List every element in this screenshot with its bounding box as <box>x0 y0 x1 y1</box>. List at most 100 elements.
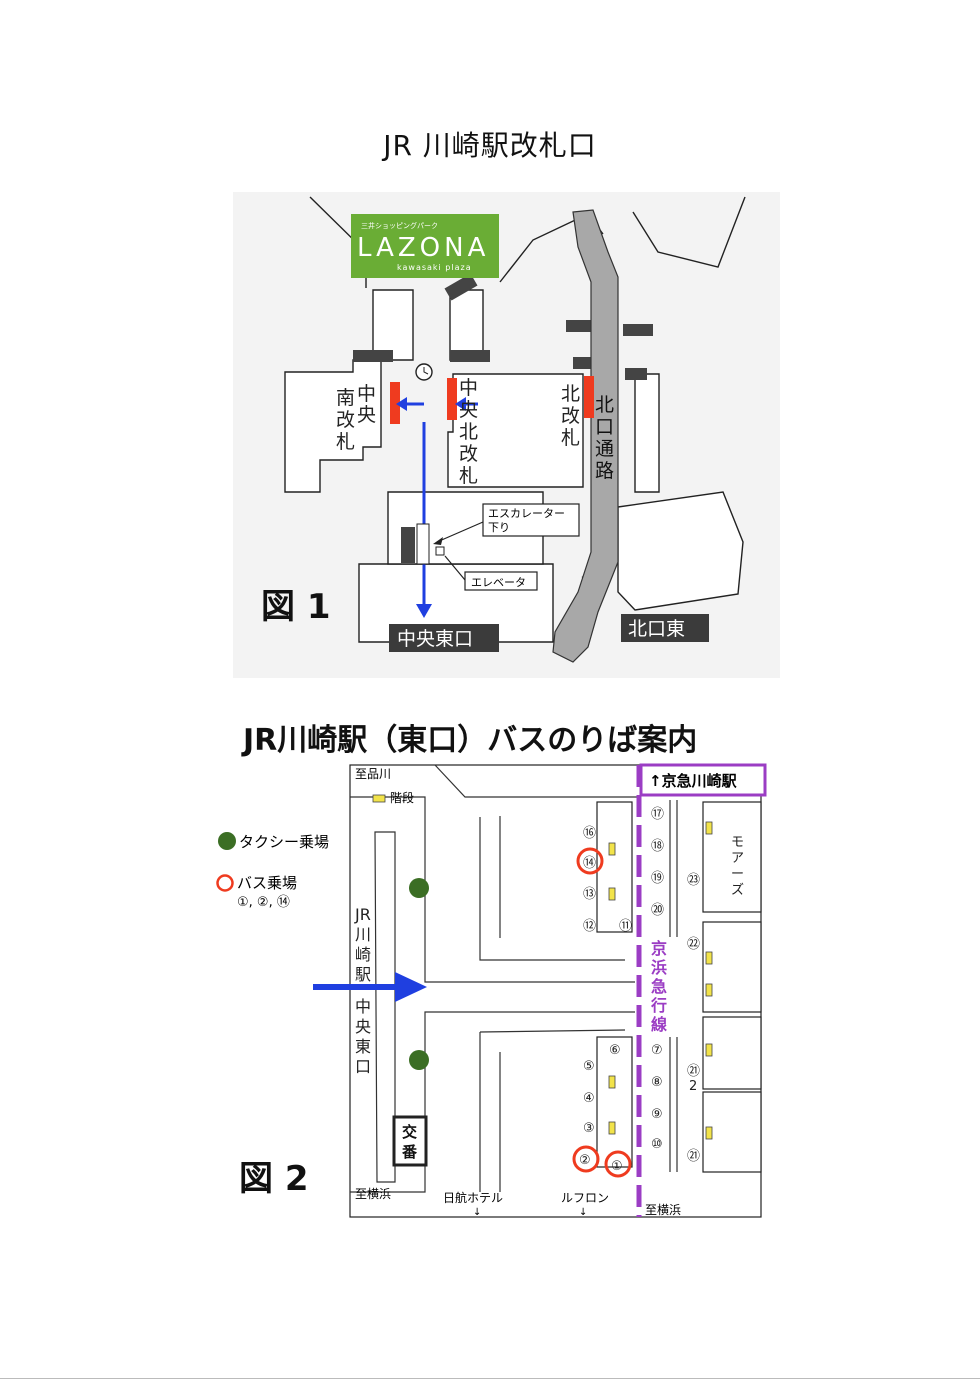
svg-text:駅: 駅 <box>355 965 371 984</box>
svg-text:中: 中 <box>357 383 376 405</box>
svg-text:⑳: ⑳ <box>651 903 664 918</box>
page-bottom-rule <box>0 1378 980 1379</box>
taxi-legend-label: タクシー乗場 <box>239 833 329 851</box>
gate-south-bar <box>390 382 400 424</box>
svg-text:札: 札 <box>336 431 355 453</box>
svg-text:口: 口 <box>595 416 614 438</box>
svg-text:↓: ↓ <box>579 1207 587 1218</box>
gate-north-center-label: 中 央 北 改 札 <box>459 377 478 487</box>
svg-text:通: 通 <box>595 438 614 460</box>
lufflon: ルフロン <box>561 1191 609 1205</box>
svg-text:改: 改 <box>459 443 478 465</box>
svg-text:ア: ア <box>731 851 744 866</box>
police-box-label: 交 番 <box>401 1123 418 1161</box>
legend: タクシー乗場 バス乗場 ①, ②, ⑭ <box>216 832 329 910</box>
exit-north-east-box <box>621 614 709 642</box>
exit-central-east: 中央東口 <box>397 628 473 650</box>
lazona-logo <box>351 214 499 278</box>
svg-text:番: 番 <box>401 1143 418 1161</box>
blue-arrows <box>396 397 478 618</box>
bus-shelters <box>372 794 713 1140</box>
jr-label: JR 川 崎 駅 <box>354 905 371 984</box>
svg-text:線: 線 <box>651 1015 667 1034</box>
escalator <box>416 523 430 565</box>
svg-text:④: ④ <box>583 1091 595 1106</box>
central-east-label: 中 央 東 口 <box>355 997 371 1076</box>
gate-north-center-bar <box>447 378 457 420</box>
svg-text:崎: 崎 <box>355 945 371 964</box>
svg-text:⑧: ⑧ <box>651 1075 663 1090</box>
svg-text:㉒: ㉒ <box>687 937 700 952</box>
svg-text:⑯: ⑯ <box>583 826 596 841</box>
svg-text:⑦: ⑦ <box>651 1043 663 1058</box>
svg-text:⑭: ⑭ <box>583 856 596 871</box>
svg-text:行: 行 <box>650 996 667 1015</box>
blue-entry-arrow <box>313 972 427 1002</box>
svg-text:北: 北 <box>459 421 478 443</box>
svg-text:2: 2 <box>689 1079 697 1094</box>
escalator-callout-1: エスカレーター <box>488 507 565 520</box>
svg-text:モ: モ <box>731 835 744 850</box>
svg-text:南: 南 <box>336 387 355 409</box>
to-shinagawa: 至品川 <box>355 767 391 781</box>
svg-text:中: 中 <box>459 377 478 399</box>
figure2-map: JR川崎駅（東口）バスのりば案内 タクシー乗場 バス乗場 ①, ②, ⑭ <box>216 723 767 1218</box>
bus-legend-numbers: ①, ②, ⑭ <box>237 895 290 910</box>
svg-text:ー: ー <box>731 867 744 882</box>
svg-text:⑨: ⑨ <box>651 1107 663 1122</box>
svg-text:②: ② <box>579 1153 591 1168</box>
svg-text:路: 路 <box>595 460 614 482</box>
svg-text:改: 改 <box>561 405 580 427</box>
stairs-label: 階段 <box>390 790 414 805</box>
elevator <box>435 546 445 556</box>
exit-central-east-box <box>389 624 499 652</box>
svg-text:JR: JR <box>354 905 371 924</box>
taxi-stand-icon <box>409 878 429 898</box>
svg-text:央: 央 <box>459 399 478 421</box>
svg-text:㉑: ㉑ <box>687 1064 700 1079</box>
nikko-hotel: 日航ホテル <box>443 1190 503 1205</box>
svg-text:㉑: ㉑ <box>687 1149 700 1164</box>
escalator-callout-box <box>482 503 580 537</box>
svg-text:③: ③ <box>583 1121 595 1136</box>
svg-text:浜: 浜 <box>651 958 667 977</box>
bus-legend-label: バス乗場 <box>237 874 297 892</box>
svg-text:急: 急 <box>651 977 667 996</box>
bus-stop-numbers: ⑯ ⑭ ⑬ ⑫ ⑪ ⑰ ⑱ ⑲ ⑳ ㉓ ㉒ ⑥ ⑤ ④ ③ ② ① ⑦ ⑧ ⑨ … <box>579 807 700 1174</box>
lazona-sub: kawasaki plaza <box>397 263 472 272</box>
gate-north-bar <box>584 376 594 418</box>
svg-text:⑤: ⑤ <box>583 1059 595 1074</box>
svg-text:札: 札 <box>561 427 580 449</box>
svg-text:川: 川 <box>355 925 371 944</box>
svg-text:交: 交 <box>402 1123 417 1141</box>
svg-text:札: 札 <box>459 465 478 487</box>
svg-text:⑪: ⑪ <box>619 919 632 934</box>
lazona-main: LAZONA <box>357 233 489 263</box>
escalator-callout-2: 下り <box>488 521 510 534</box>
svg-text:⑰: ⑰ <box>651 807 664 822</box>
page-title: JR 川崎駅改札口 <box>383 129 597 162</box>
taxi-legend-icon <box>218 832 236 850</box>
keikyu-station-box <box>639 763 767 797</box>
svg-text:北: 北 <box>595 394 614 416</box>
bus-legend-icon <box>216 874 234 892</box>
figure1-label: 図 1 <box>261 587 331 627</box>
lazona-small: 三井ショッピングパーク <box>361 221 438 230</box>
svg-text:①: ① <box>611 1159 623 1174</box>
figure2-label: 図 2 <box>239 1159 309 1199</box>
svg-text:北: 北 <box>561 383 580 405</box>
svg-text:東: 東 <box>355 1037 371 1056</box>
elevator-callout-box <box>464 571 538 591</box>
north-corridor-label: 北 口 通 路 <box>595 394 614 482</box>
north-corridor <box>552 209 619 663</box>
svg-text:中: 中 <box>355 997 371 1016</box>
svg-text:⑱: ⑱ <box>651 839 664 854</box>
svg-text:央: 央 <box>355 1017 371 1036</box>
figure2-title: JR川崎駅（東口）バスのりば案内 <box>241 723 697 758</box>
to-yokohama-2: 至横浜 <box>645 1203 681 1217</box>
svg-text:口: 口 <box>355 1057 371 1076</box>
gate-south-label: 中 央 南 改 札 <box>336 383 376 453</box>
svg-text:改: 改 <box>336 409 355 431</box>
svg-text:⑫: ⑫ <box>583 919 596 934</box>
svg-text:㉓: ㉓ <box>687 873 700 888</box>
